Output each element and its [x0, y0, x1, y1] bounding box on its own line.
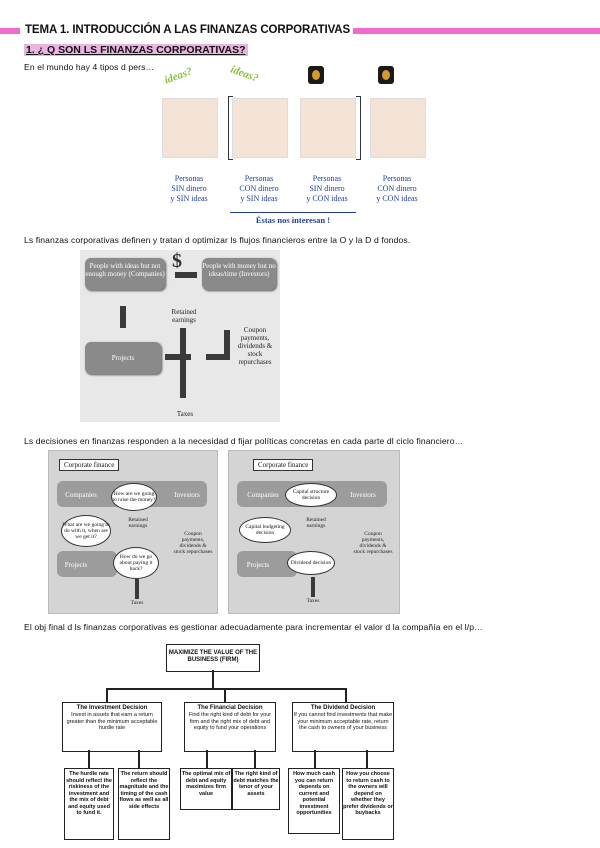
flow-diagram: People with ideas but not enough money (… [80, 250, 280, 422]
retained-label: Retained earnings [171, 308, 197, 324]
title-rule-left [0, 28, 20, 34]
projects-box: Projects [85, 342, 161, 374]
cash-return-box: How much cash you can return depends on … [288, 768, 340, 834]
person-photo [162, 98, 218, 158]
connector-line [366, 750, 368, 768]
cf-diagram-1: Corporate finance Companies Investors Pr… [48, 450, 218, 614]
bracket [228, 96, 233, 160]
arrow-curve-icon [206, 354, 228, 360]
coupon-label: Coupon payments, dividends & stock repur… [173, 531, 213, 555]
dividend-decision-box: The Dividend Decision If you cannot find… [292, 702, 394, 752]
paragraph-3: Ls decisiones en finanzas responden a la… [24, 436, 464, 446]
question-ellipse: What are we going to do with it, when ar… [61, 515, 111, 547]
value-org-chart: MAXIMIZE THE VALUE OF THE BUSINESS (FIRM… [60, 638, 420, 848]
connector-line [345, 688, 347, 702]
connector-line [138, 750, 140, 768]
coupon-label: Coupon payments, dividends & stock repur… [353, 531, 393, 555]
paragraph-4: El obj final d ls finanzas corporativas … [24, 622, 483, 632]
connector-line [206, 750, 208, 768]
taxes-label: Taxes [176, 410, 194, 418]
coupon-label: Coupon payments, dividends & stock repur… [237, 326, 273, 366]
interest-arrow [230, 212, 356, 213]
return-box: The return should reflect the magnitude … [118, 768, 170, 840]
projects-label: Projects [246, 561, 270, 569]
connector-line [106, 688, 108, 702]
projects-label: Projects [64, 561, 88, 569]
decision-ellipse: Dividend decision [287, 551, 335, 575]
arrow-down-icon [135, 579, 139, 599]
ideas-tag-2: ideas? [228, 63, 260, 85]
question-ellipse: How are we going to raise the money? [111, 483, 157, 511]
retained-label: Retained earnings [306, 517, 326, 529]
decision-ellipse: Capital budgeting decision [239, 517, 291, 543]
connector-line [224, 688, 226, 702]
connector-line [212, 670, 214, 688]
bracket [356, 96, 361, 160]
retained-label: Retained earnings [128, 517, 148, 529]
paragraph-2: Ls finanzas corporativas definen y trata… [24, 235, 411, 245]
cf-band-bottom [57, 551, 117, 577]
interest-label: Éstas nos interesan ! [255, 215, 331, 225]
right-debt-box: The right kind of debt matches the tenor… [232, 768, 280, 810]
investment-decision-box: The Investment Decision Invest in assets… [62, 702, 162, 752]
taxes-label: Taxes [130, 600, 144, 606]
connector-line [88, 750, 90, 768]
cf-diagram-2: Corporate finance Companies Investors Pr… [228, 450, 400, 614]
arrow-down-icon [120, 306, 126, 328]
connector-line [314, 750, 316, 768]
maximize-value-box: MAXIMIZE THE VALUE OF THE BUSINESS (FIRM… [166, 644, 260, 672]
arrow-up-icon [224, 330, 230, 360]
hurdle-rate-box: The hurdle rate should reflect the riski… [64, 768, 114, 840]
companies-label: Companies [65, 491, 97, 499]
dollar-icon: $ [172, 250, 182, 272]
companies-box: People with ideas but not enough money (… [85, 258, 165, 290]
arrow-vertical-icon [180, 328, 186, 398]
lightbulb-icon [378, 66, 394, 84]
ideas-tag-1: ideas? [162, 65, 194, 87]
person-photo [300, 98, 356, 158]
decision-ellipse: Capital structure decision [285, 483, 337, 507]
financial-decision-box: The Financial Decision Find the right ki… [184, 702, 276, 752]
cash-choice-box: How you choose to return cash to the own… [342, 768, 394, 840]
cf-label: Corporate finance [59, 459, 120, 471]
person-photo [370, 98, 426, 158]
arrow-left-icon [175, 272, 197, 278]
investors-label: Investors [174, 491, 200, 499]
title-bar: TEMA 1. INTRODUCCIÓN A LAS FINANZAS CORP… [0, 24, 600, 38]
page-title: TEMA 1. INTRODUCCIÓN A LAS FINANZAS CORP… [22, 24, 354, 36]
cf-label: Corporate finance [253, 459, 314, 471]
investors-box: People with money but no ideas/time (Inv… [202, 258, 276, 290]
connector-line [106, 688, 346, 690]
optimal-mix-box: The optimal mix of debt and equity maxim… [180, 768, 232, 810]
taxes-label: Taxes [306, 598, 320, 604]
question-ellipse: How do we go about paying it back? [113, 547, 159, 579]
title-rule-right [318, 28, 600, 34]
paragraph-1: En el mundo hay 4 tipos d pers… [24, 62, 155, 72]
arrow-down-icon [311, 577, 315, 597]
person-photo [232, 98, 288, 158]
connector-line [254, 750, 256, 768]
lightbulb-icon [308, 66, 324, 84]
investors-label: Investors [350, 491, 376, 499]
section-title: 1. ¿ Q SON LS FINANZAS CORPORATIVAS? [24, 44, 248, 56]
arrow-right-icon [165, 354, 191, 360]
companies-label: Companies [247, 491, 279, 499]
